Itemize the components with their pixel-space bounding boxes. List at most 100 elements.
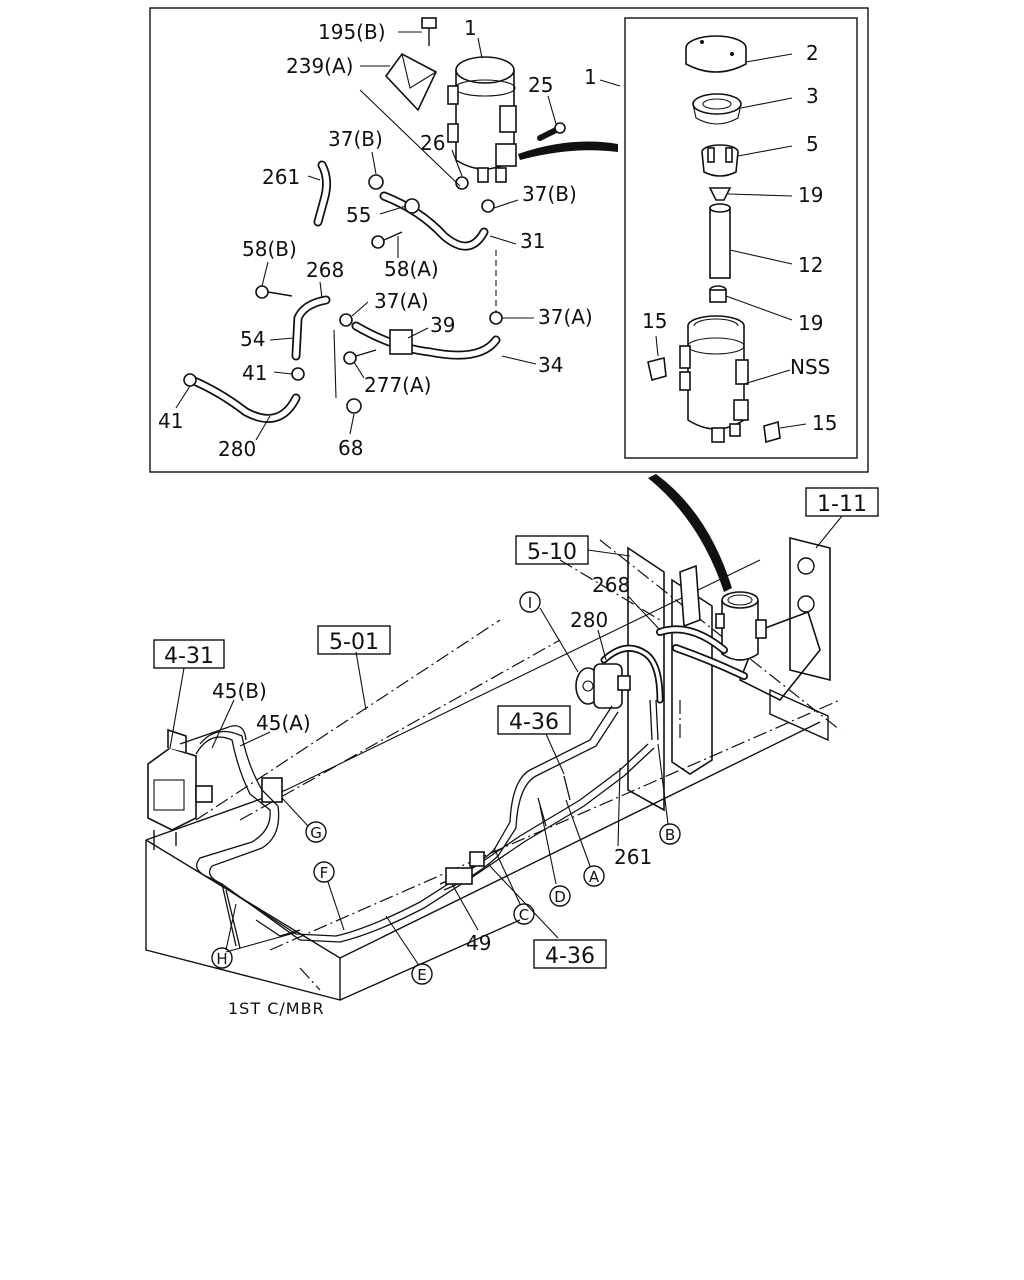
marker-D: D <box>549 885 571 907</box>
marker-A: A <box>583 865 605 887</box>
nut-26 <box>455 176 469 190</box>
ref-box-4-36-upper[interactable]: 4-36 <box>497 705 571 735</box>
label-1-top: 1 <box>464 16 477 40</box>
clip-15-right <box>763 420 781 444</box>
label-15-left: 15 <box>642 309 667 333</box>
label-58b: 58(B) <box>242 237 297 261</box>
ref-4-31-label: 4-31 <box>164 644 214 669</box>
seal-ring <box>692 93 742 125</box>
label-58a: 58(A) <box>384 257 439 281</box>
label-268: 268 <box>306 258 344 282</box>
inset-leaders <box>175 31 621 441</box>
svg-text:F: F <box>320 864 329 882</box>
seal-19-top <box>708 187 732 201</box>
marker-F: F <box>313 861 335 883</box>
label-277a: 277(A) <box>364 373 431 397</box>
label-12: 12 <box>798 253 823 277</box>
label-37b-right: 37(B) <box>522 182 577 206</box>
label-261-main: 261 <box>614 845 652 869</box>
clamp-37b <box>368 174 384 190</box>
bracket-39 <box>389 329 413 355</box>
ref-box-4-36-lower[interactable]: 4-36 <box>533 939 607 969</box>
label-54: 54 <box>240 327 265 351</box>
svg-text:E: E <box>417 966 426 984</box>
label-19-top: 19 <box>798 183 823 207</box>
label-41-outer: 41 <box>158 409 183 433</box>
ref-5-10-label: 5-10 <box>527 540 577 565</box>
label-45a: 45(A) <box>256 711 311 735</box>
label-2: 2 <box>806 41 819 65</box>
marker-I: I <box>519 591 541 613</box>
bracket-g <box>261 777 283 803</box>
svg-text:A: A <box>589 868 600 886</box>
svg-text:I: I <box>528 594 532 612</box>
svg-text:D: D <box>554 888 566 906</box>
bolt-277a <box>343 349 377 365</box>
clamp-41-left <box>183 373 197 387</box>
valve-49 <box>445 851 485 885</box>
svg-text:B: B <box>665 826 675 844</box>
label-268-main: 268 <box>592 573 630 597</box>
ref-4-36-lower-label: 4-36 <box>545 944 595 969</box>
marker-B: B <box>659 823 681 845</box>
label-nss: NSS <box>790 355 830 379</box>
label-31: 31 <box>520 229 545 253</box>
label-55: 55 <box>346 203 371 227</box>
clip-15-left <box>647 357 667 382</box>
marker-C: C <box>513 903 535 925</box>
label-1-side: 1 <box>584 65 597 89</box>
label-19-bottom: 19 <box>798 311 823 335</box>
pipe-268 <box>291 295 331 361</box>
frame-crossmember <box>627 536 831 812</box>
label-41-inner: 41 <box>242 361 267 385</box>
label-5: 5 <box>806 132 819 156</box>
svg-text:G: G <box>310 824 322 842</box>
clamp-41 <box>291 367 305 381</box>
reservoir-cap <box>685 35 747 73</box>
label-39: 39 <box>430 313 455 337</box>
label-26: 26 <box>420 131 445 155</box>
main-reservoir <box>715 591 767 661</box>
power-steering-pump <box>575 663 631 709</box>
ref-5-01-label: 5-01 <box>329 630 379 655</box>
marker-E: E <box>411 963 433 985</box>
label-34: 34 <box>538 353 563 377</box>
label-37b-upper: 37(B) <box>328 127 383 151</box>
reservoir-tank <box>447 56 517 183</box>
label-68: 68 <box>338 436 363 460</box>
label-1st-cross-member: 1ST C/MBR <box>228 999 325 1018</box>
bolt-58a <box>371 231 403 249</box>
ref-box-1-11[interactable]: 1-11 <box>805 487 879 517</box>
label-37a-right: 37(A) <box>538 305 593 329</box>
label-280-main: 280 <box>570 608 608 632</box>
svg-text:C: C <box>519 906 529 924</box>
bracket-239a <box>384 52 438 112</box>
tube-routes <box>179 699 659 949</box>
strainer-5 <box>701 144 739 177</box>
clamp-55 <box>404 198 420 214</box>
label-49: 49 <box>466 931 491 955</box>
marker-H: H <box>211 947 233 969</box>
detail-leaders <box>655 53 807 429</box>
marker-G: G <box>305 821 327 843</box>
steering-gear-box <box>147 728 213 850</box>
ref-box-4-31[interactable]: 4-31 <box>153 639 225 669</box>
ref-box-5-10[interactable]: 5-10 <box>515 535 589 565</box>
clamp-37a-right <box>489 311 503 325</box>
main-leaders <box>169 515 843 965</box>
ref-box-5-01[interactable]: 5-01 <box>317 625 391 655</box>
reservoir-body-nss <box>679 315 749 443</box>
clamp-37b-right <box>481 199 495 213</box>
label-239a: 239(A) <box>286 54 353 78</box>
ref-4-36-upper-label: 4-36 <box>509 710 559 735</box>
sweep-arrow-main <box>648 474 732 592</box>
seal-19-bottom <box>709 285 727 303</box>
clamp-37a <box>339 313 353 327</box>
nut-68 <box>346 398 362 414</box>
ref-1-11-label: 1-11 <box>817 492 867 517</box>
bolt-195b <box>421 17 437 46</box>
bolt-58b <box>255 285 293 299</box>
filter-tube-12 <box>709 203 731 279</box>
